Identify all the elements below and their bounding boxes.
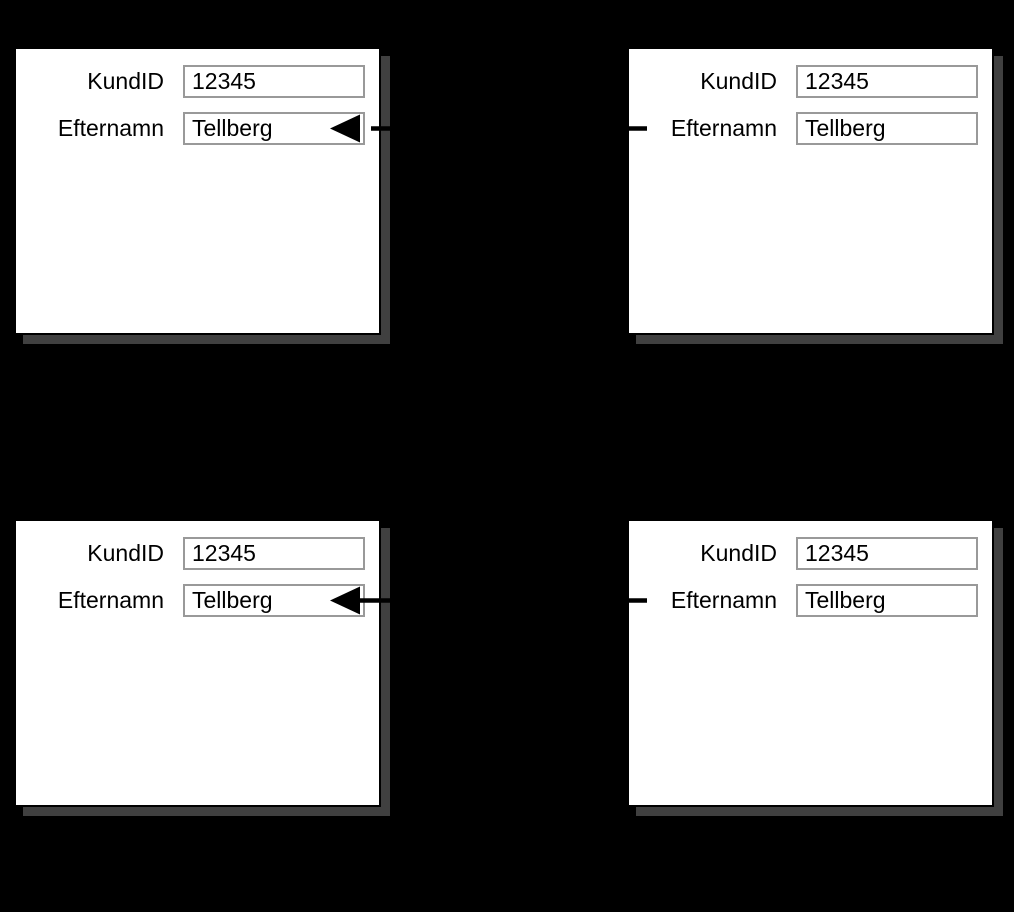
form-panel-bottom-left: KundID Efternamn xyxy=(14,519,381,807)
form-panel-top-right: KundID Efternamn xyxy=(627,47,994,335)
efternamn-label: Efternamn xyxy=(57,115,164,141)
kundid-row: KundID xyxy=(629,65,992,98)
kundid-row: KundID xyxy=(16,65,379,98)
kundid-input[interactable] xyxy=(796,65,978,98)
kundid-row: KundID xyxy=(629,537,992,570)
efternamn-row: Efternamn xyxy=(16,112,379,145)
efternamn-label: Efternamn xyxy=(670,587,777,613)
kundid-input[interactable] xyxy=(183,537,365,570)
efternamn-label: Efternamn xyxy=(670,115,777,141)
kundid-row: KundID xyxy=(16,537,379,570)
efternamn-input[interactable] xyxy=(796,584,978,617)
efternamn-row: Efternamn xyxy=(629,112,992,145)
kundid-label: KundID xyxy=(700,68,777,94)
kundid-label: KundID xyxy=(87,68,164,94)
kundid-input[interactable] xyxy=(183,65,365,98)
efternamn-row: Efternamn xyxy=(629,584,992,617)
efternamn-input[interactable] xyxy=(183,584,365,617)
efternamn-input[interactable] xyxy=(183,112,365,145)
kundid-input[interactable] xyxy=(796,537,978,570)
form-panel-bottom-right: KundID Efternamn xyxy=(627,519,994,807)
efternamn-row: Efternamn xyxy=(16,584,379,617)
form-panel-top-left: KundID Efternamn xyxy=(14,47,381,335)
efternamn-input[interactable] xyxy=(796,112,978,145)
kundid-label: KundID xyxy=(700,540,777,566)
efternamn-label: Efternamn xyxy=(57,587,164,613)
kundid-label: KundID xyxy=(87,540,164,566)
